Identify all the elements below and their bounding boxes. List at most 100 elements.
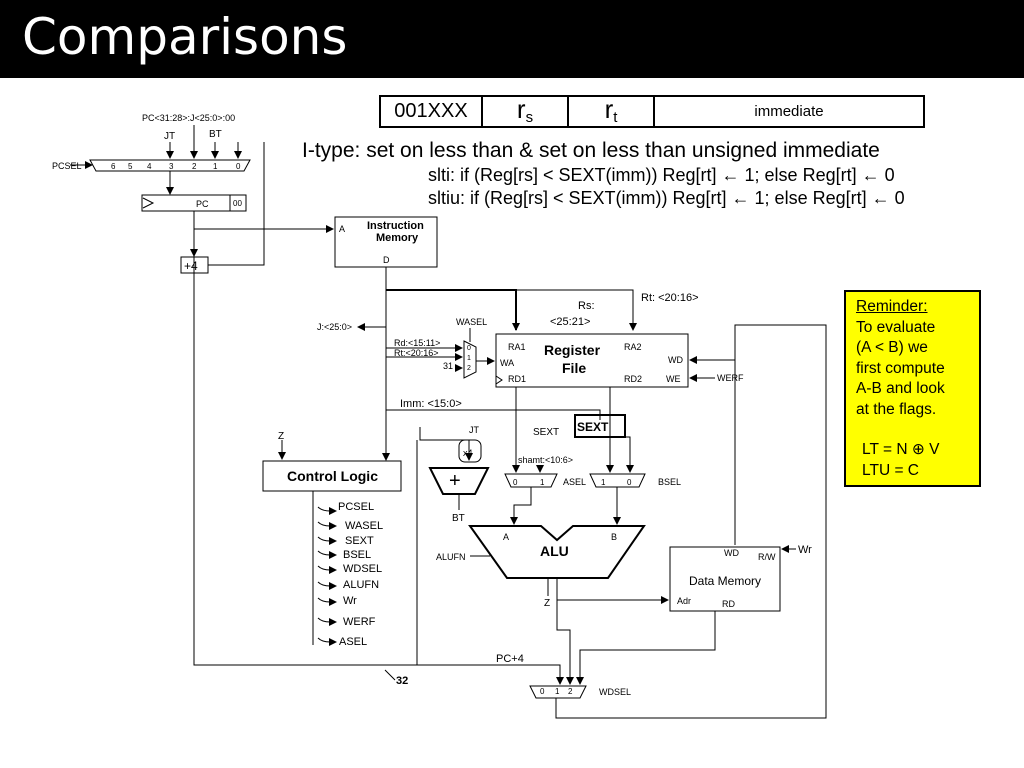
sext-in-label: SEXT xyxy=(533,427,559,438)
wasel-label: WASEL xyxy=(456,317,487,327)
pc-label: PC xyxy=(196,199,209,209)
wdsel-mux-label: 1 xyxy=(555,687,560,696)
bt-label: BT xyxy=(209,129,222,140)
pcsel-label: PCSEL xyxy=(52,161,82,171)
alu-to-wdsel-wire xyxy=(556,600,574,685)
sext-label: SEXT xyxy=(577,420,609,434)
ctrl-out-label: Wr xyxy=(343,595,357,607)
rd2-label: RD2 xyxy=(624,374,642,384)
itype-heading: I-type: set on less than & set on less t… xyxy=(302,139,880,162)
wdsel-mux-label: 2 xyxy=(568,687,573,696)
rd-to-wdsel-wire xyxy=(576,611,716,685)
ctrl-arrow xyxy=(317,565,337,574)
jt2-label: JT xyxy=(469,425,480,435)
alu-to-dmem-wire xyxy=(556,578,669,604)
ra1-label: RA1 xyxy=(508,342,526,352)
ctrl-out-label: BSEL xyxy=(343,549,371,561)
clock-icon xyxy=(142,197,155,209)
plus4-feedback-wire xyxy=(208,142,265,266)
mux-input-label: 5 xyxy=(128,162,133,171)
sext-out-wire xyxy=(600,436,634,473)
ctrl-out-label: WDSEL xyxy=(343,563,382,575)
j-label: J:<25:0> xyxy=(317,322,352,332)
wdsel-out-wire xyxy=(555,324,827,719)
alu-a-label: A xyxy=(503,532,509,542)
bsel-mux-label: 1 xyxy=(601,478,606,487)
ctrl-arrow xyxy=(317,550,337,559)
plus4-label: +4 xyxy=(184,259,198,273)
title-bar: Comparisons xyxy=(0,0,1024,78)
ctrl-arrow xyxy=(317,521,337,530)
rf-clock-icon xyxy=(495,375,503,385)
werf-label: WERF xyxy=(717,373,744,383)
asel-label: ASEL xyxy=(563,477,586,487)
bsel-mux-label: 0 xyxy=(627,478,632,487)
asel-mux-label: 0 xyxy=(513,478,518,487)
reminder-line: (A < B) we xyxy=(856,339,928,356)
rt-label: Rt:<20:16> xyxy=(394,348,439,358)
bus32-label: 32 xyxy=(396,675,408,687)
ctrl-out-label: ASEL xyxy=(339,636,367,648)
mux-input-label: 3 xyxy=(169,162,174,171)
alu xyxy=(468,525,646,579)
ctrl-out-label: SEXT xyxy=(345,535,374,547)
rf-label2: File xyxy=(562,360,586,376)
ctrl-arrow xyxy=(317,506,337,515)
wa-label: WA xyxy=(500,358,514,368)
data-memory xyxy=(669,546,781,612)
z-label: Z xyxy=(278,431,284,442)
branch-adder xyxy=(428,467,490,495)
wdsel-mux-label: 0 xyxy=(540,687,545,696)
opcode-field: 001XXX xyxy=(381,97,483,126)
dmem-rw-label: R/W xyxy=(758,552,776,562)
register-file xyxy=(495,333,689,388)
alufn-label: ALUFN xyxy=(436,552,466,562)
branch-pc-wire xyxy=(419,427,473,461)
x4-box xyxy=(458,439,482,463)
bus-width-mark xyxy=(384,669,396,681)
reminder-line: first compute xyxy=(856,359,945,377)
reminder-line: To evaluate xyxy=(856,318,936,336)
pcsel-mux xyxy=(89,159,251,172)
dmem-adr-label: Adr xyxy=(677,596,691,606)
reminder-heading: Reminder: xyxy=(856,298,928,315)
wd-feedback-wire xyxy=(689,356,736,545)
rt-sub: t xyxy=(613,109,618,126)
wasel-mux-label: 2 xyxy=(467,365,471,372)
ctrl-arrow xyxy=(317,536,337,545)
asel-mux-label: 1 xyxy=(540,478,545,487)
rs-main: r xyxy=(516,94,526,124)
ra2-label: RA2 xyxy=(624,342,642,352)
reminder-line: A-B and look xyxy=(856,380,945,397)
asel-mux xyxy=(504,473,558,488)
reminder-box: Reminder: To evaluate (A < B) we first c… xyxy=(844,290,981,487)
imem-label: Instruction xyxy=(367,220,424,232)
slti-definition: slti: if (Reg[rs] < SEXT(imm)) Reg[rt] ←… xyxy=(428,165,895,185)
we-label: WE xyxy=(666,374,681,384)
ctrl-out-label: ALUFN xyxy=(343,579,379,591)
opcode-text: 001XXX xyxy=(394,100,468,122)
control-logic xyxy=(262,460,402,492)
ctrl-out-label: WERF xyxy=(343,616,376,628)
rs-label: Rs: xyxy=(578,300,595,312)
mux-input-label: 4 xyxy=(147,162,152,171)
immediate-text: immediate xyxy=(754,103,824,120)
wasel-mux-label: 0 xyxy=(467,345,471,352)
wasel-mux-label: 1 xyxy=(467,355,471,362)
rd-label: Rd:<15:11> xyxy=(394,338,440,348)
dmem-label: Data Memory xyxy=(689,574,761,588)
bsel-mux xyxy=(589,473,646,488)
sltiu-definition: sltiu: if (Reg[rs] < SEXT(imm)) Reg[rt] … xyxy=(428,188,905,208)
imm-label: Imm: <15:0> xyxy=(400,398,462,410)
ctrl-arrow xyxy=(317,581,337,590)
mux-input-label: 1 xyxy=(213,162,218,171)
mux-input-label: 2 xyxy=(192,162,197,171)
mux-input-label: 0 xyxy=(236,162,241,171)
immediate-field: immediate xyxy=(655,97,923,126)
rt-main: r xyxy=(604,94,614,124)
shamt-label: shamt:<10:6> xyxy=(518,455,573,465)
asel-out-wire xyxy=(510,487,532,525)
